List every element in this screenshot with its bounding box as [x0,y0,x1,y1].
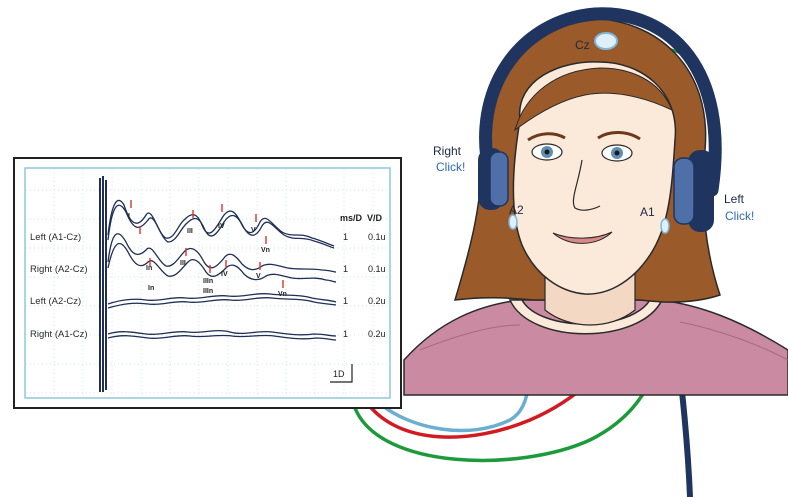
v-value: 0.2u [368,329,386,339]
a2-label: A2 [509,203,524,217]
peak-label: I [128,213,130,220]
a2-electrode [508,214,518,230]
right-ear-label: Right [433,144,462,158]
peak-label: IV [218,223,225,230]
trace-label: Left (A2-Cz) [30,296,81,307]
peak-label: III [180,260,186,267]
left-earphone [673,150,714,232]
ms-value: 1 [343,232,348,242]
peak-label: Vn [278,291,287,298]
right-click-label: Click! [436,160,465,174]
peak-label: In [146,265,152,272]
person [403,7,788,396]
a1-label: A1 [640,205,655,219]
mouth [552,231,613,244]
peak-markers [130,200,284,288]
peak-label: IV [221,271,228,278]
panel-grid [26,169,389,397]
v-value: 0.1u [368,264,386,274]
peak-label: In [148,285,154,292]
v-per-div-header: V/D [367,213,383,223]
headphone-band [479,7,722,197]
peak-label: V [251,227,256,234]
cz-label: Cz [575,38,590,52]
v-value: 0.2u [368,296,386,306]
abr-panel: I III IV V Vn In III IIIn IV V In IIIn V… [13,157,402,409]
waveforms [99,176,337,392]
ms-value: 1 [343,296,348,306]
v-value: 0.1u [368,232,386,242]
right-earphone [478,148,509,210]
ms-per-div-header: ms/D [340,213,363,223]
cz-electrode [594,32,618,50]
scale-label: 1D [333,369,345,379]
a1-electrode [660,218,670,234]
trace-label: Left (A1-Cz) [30,232,81,243]
ms-value: 1 [343,264,348,274]
peak-label: V [256,273,261,280]
ms-value: 1 [343,329,348,339]
trace-label: Right (A1-Cz) [30,329,88,340]
trace-label: Right (A2-Cz) [30,264,88,275]
scale-marker: 1D [330,364,353,383]
peak-label: III [187,228,193,235]
peak-label: Vn [261,247,270,254]
left-click-label: Click! [725,209,754,223]
face [512,61,677,295]
peak-label: IIIn [203,288,213,295]
eyes [531,143,633,162]
peak-label: IIIn [203,278,213,285]
left-ear-label: Left [724,192,745,206]
